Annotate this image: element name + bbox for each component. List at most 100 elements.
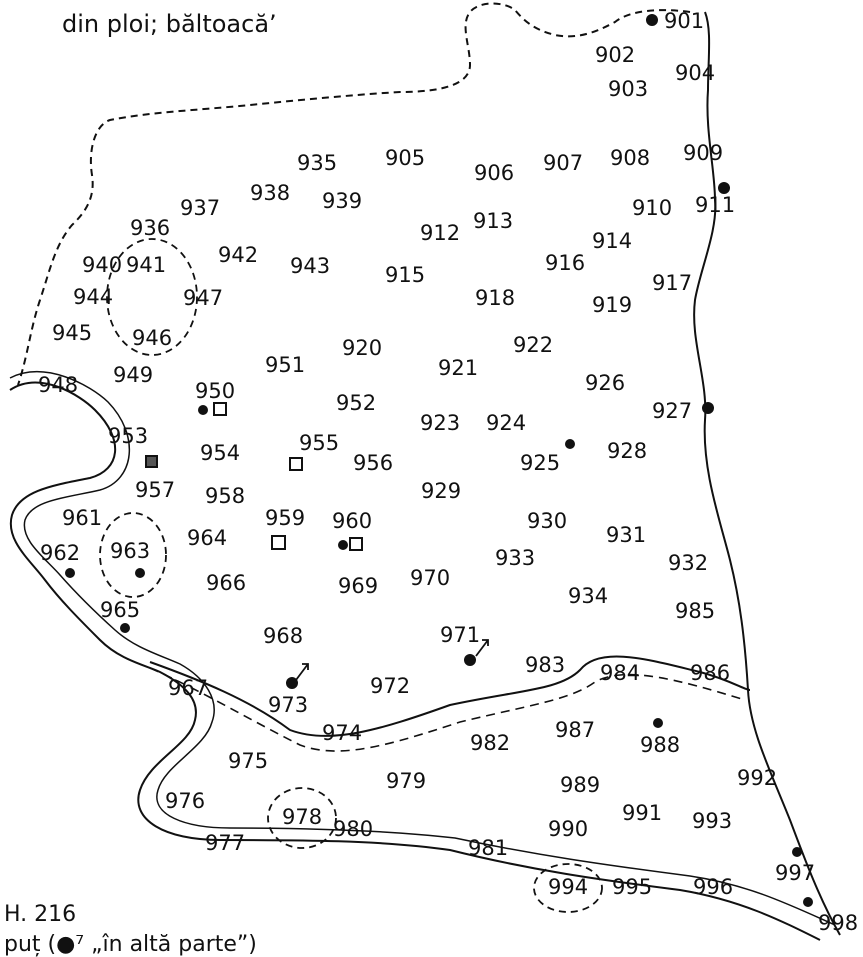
well-dot-icon: [198, 405, 208, 415]
locality-label-916: 916: [545, 251, 585, 275]
locality-label-993: 993: [692, 809, 732, 833]
locality-label-926: 926: [585, 371, 625, 395]
locality-label-953: 953: [108, 424, 148, 448]
locality-label-920: 920: [342, 336, 382, 360]
legend: puț (●⁷ „în altă parte”): [4, 932, 257, 957]
locality-label-970: 970: [410, 566, 450, 590]
locality-label-944: 944: [73, 285, 113, 309]
locality-label-949: 949: [113, 363, 153, 387]
locality-label-967: 967: [168, 676, 208, 700]
locality-label-986: 986: [690, 661, 730, 685]
locality-label-917: 917: [652, 271, 692, 295]
square-icon: [271, 535, 286, 550]
locality-label-929: 929: [421, 479, 461, 503]
map-caption-top: din ploi; băltoacă’: [62, 10, 277, 38]
locality-label-946: 946: [132, 326, 172, 350]
locality-label-903: 903: [608, 77, 648, 101]
locality-label-904: 904: [675, 61, 715, 85]
locality-label-971: 971: [440, 623, 480, 647]
locality-label-951: 951: [265, 353, 305, 377]
locality-label-977: 977: [205, 831, 245, 855]
dashed-circle-978: [267, 787, 337, 849]
locality-label-931: 931: [606, 523, 646, 547]
locality-label-998: 998: [818, 911, 858, 935]
locality-label-976: 976: [165, 789, 205, 813]
locality-label-966: 966: [206, 571, 246, 595]
locality-label-959: 959: [265, 506, 305, 530]
locality-label-995: 995: [612, 875, 652, 899]
map-id: H. 216: [4, 902, 77, 927]
well-dot-icon: [792, 847, 802, 857]
arrow-icon: [475, 639, 489, 657]
locality-label-981: 981: [468, 836, 508, 860]
locality-label-935: 935: [297, 151, 337, 175]
locality-label-964: 964: [187, 526, 227, 550]
locality-label-923: 923: [420, 411, 460, 435]
dashed-boundary-north: [17, 2, 691, 386]
well-dot-icon: [646, 14, 658, 26]
locality-label-924: 924: [486, 411, 526, 435]
locality-label-968: 968: [263, 624, 303, 648]
well-dot-icon: [803, 897, 813, 907]
locality-label-973: 973: [268, 693, 308, 717]
legend-text: puț (●⁷ „în altă parte”): [4, 932, 257, 957]
locality-label-994: 994: [548, 875, 588, 899]
well-dot-icon: [565, 439, 575, 449]
locality-label-972: 972: [370, 674, 410, 698]
well-dot-icon: [286, 677, 298, 689]
river-west-inner: [9, 371, 836, 926]
locality-label-997: 997: [775, 861, 815, 885]
locality-label-955: 955: [299, 431, 339, 455]
locality-label-909: 909: [683, 141, 723, 165]
locality-label-927: 927: [652, 399, 692, 423]
river-west-outer: [9, 381, 821, 941]
locality-label-969: 969: [338, 574, 378, 598]
locality-label-991: 991: [622, 801, 662, 825]
locality-label-921: 921: [438, 356, 478, 380]
locality-label-925: 925: [520, 451, 560, 475]
well-dot-icon: [464, 654, 476, 666]
locality-label-915: 915: [385, 263, 425, 287]
locality-label-974: 974: [322, 721, 362, 745]
locality-label-961: 961: [62, 506, 102, 530]
square-icon: [289, 457, 303, 471]
locality-label-910: 910: [632, 196, 672, 220]
locality-label-908: 908: [610, 146, 650, 170]
square-icon: [213, 402, 227, 416]
locality-label-965: 965: [100, 598, 140, 622]
locality-label-934: 934: [568, 584, 608, 608]
locality-label-907: 907: [543, 151, 583, 175]
locality-label-948: 948: [38, 373, 78, 397]
well-dot-icon: [120, 623, 130, 633]
locality-label-911: 911: [695, 193, 735, 217]
well-dot-icon: [65, 568, 75, 578]
locality-label-962: 962: [40, 541, 80, 565]
locality-label-942: 942: [218, 243, 258, 267]
locality-label-901: 901: [664, 9, 704, 33]
locality-label-918: 918: [475, 286, 515, 310]
well-dot-icon: [653, 718, 663, 728]
locality-label-941: 941: [126, 253, 166, 277]
dashed-circle-994: [533, 863, 603, 913]
locality-label-930: 930: [527, 509, 567, 533]
well-dot-icon: [135, 568, 145, 578]
locality-label-938: 938: [250, 181, 290, 205]
locality-label-940: 940: [82, 253, 122, 277]
locality-label-958: 958: [205, 484, 245, 508]
locality-label-963: 963: [110, 539, 150, 563]
locality-label-992: 992: [737, 766, 777, 790]
locality-label-902: 902: [595, 43, 635, 67]
locality-label-936: 936: [130, 216, 170, 240]
dashed-circle-941-946: [106, 238, 198, 356]
locality-label-982: 982: [470, 731, 510, 755]
locality-label-978: 978: [282, 805, 322, 829]
locality-label-945: 945: [52, 321, 92, 345]
coast-east: [693, 11, 841, 936]
locality-label-913: 913: [473, 209, 513, 233]
locality-label-988: 988: [640, 733, 680, 757]
locality-label-996: 996: [693, 875, 733, 899]
locality-label-937: 937: [180, 196, 220, 220]
well-dot-icon: [702, 402, 714, 414]
locality-label-952: 952: [336, 391, 376, 415]
